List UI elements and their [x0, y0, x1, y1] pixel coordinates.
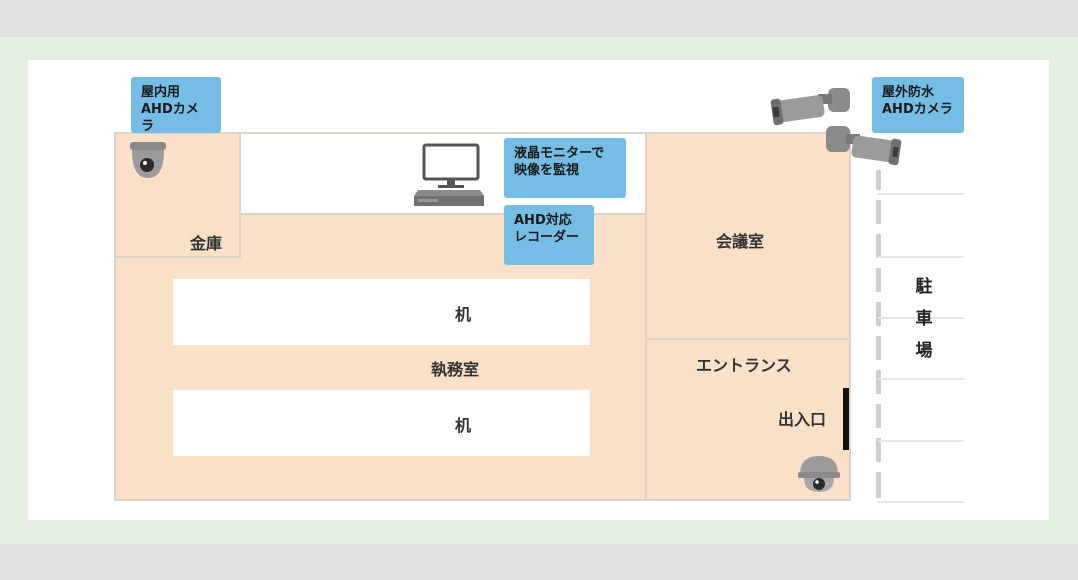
parking-boundary — [876, 336, 881, 360]
parking-space-line — [878, 501, 964, 503]
parking-space-line — [878, 317, 964, 319]
parking-boundary — [876, 472, 881, 498]
dome-camera-icon — [798, 456, 840, 492]
parking-boundary — [876, 302, 881, 326]
vault-label: 金庫 — [190, 234, 223, 253]
desk-top — [173, 279, 590, 345]
vault-room — [114, 132, 241, 258]
recorder-icon — [414, 190, 484, 206]
bullet-camera-icon — [826, 126, 902, 166]
parking-boundary — [876, 268, 881, 292]
parking-label: 駐 車 場 — [915, 277, 933, 361]
desk-top-label: 机 — [455, 305, 472, 324]
monitor-callout: 液晶モニターで 映像を監視 — [504, 138, 626, 198]
outdoor-camera-callout: 屋外防水 AHDカメラ — [872, 77, 964, 133]
meeting-room-label: 会議室 — [716, 232, 765, 251]
doorway-label: 出入口 — [778, 410, 827, 429]
entrance-label: エントランス — [696, 356, 792, 375]
parking-space-line — [878, 256, 964, 258]
indoor-camera-callout: 屋内用 AHDカメラ — [131, 77, 221, 134]
parking-space-line — [878, 378, 964, 380]
lcd-monitor-icon — [422, 143, 480, 188]
meeting-room — [645, 132, 851, 340]
parking-boundary — [876, 234, 881, 258]
parking-space-line — [878, 440, 964, 442]
desk-bottom — [173, 390, 590, 456]
parking-boundary — [876, 170, 881, 190]
bottom-band — [0, 544, 1078, 580]
parking-space-line — [878, 193, 964, 195]
top-band — [0, 0, 1078, 37]
parking-boundary — [876, 438, 881, 462]
parking-boundary — [876, 404, 881, 428]
entrance-door — [843, 388, 849, 450]
bullet-camera-icon — [770, 88, 850, 126]
top-wall — [239, 132, 647, 134]
parking-boundary — [876, 200, 881, 224]
desk-bottom-label: 机 — [455, 416, 472, 435]
office-label: 執務室 — [431, 360, 480, 379]
parking-boundary — [876, 370, 881, 394]
dome-camera-icon — [130, 142, 166, 178]
recorder-callout: AHD対応 レコーダー — [504, 205, 594, 265]
